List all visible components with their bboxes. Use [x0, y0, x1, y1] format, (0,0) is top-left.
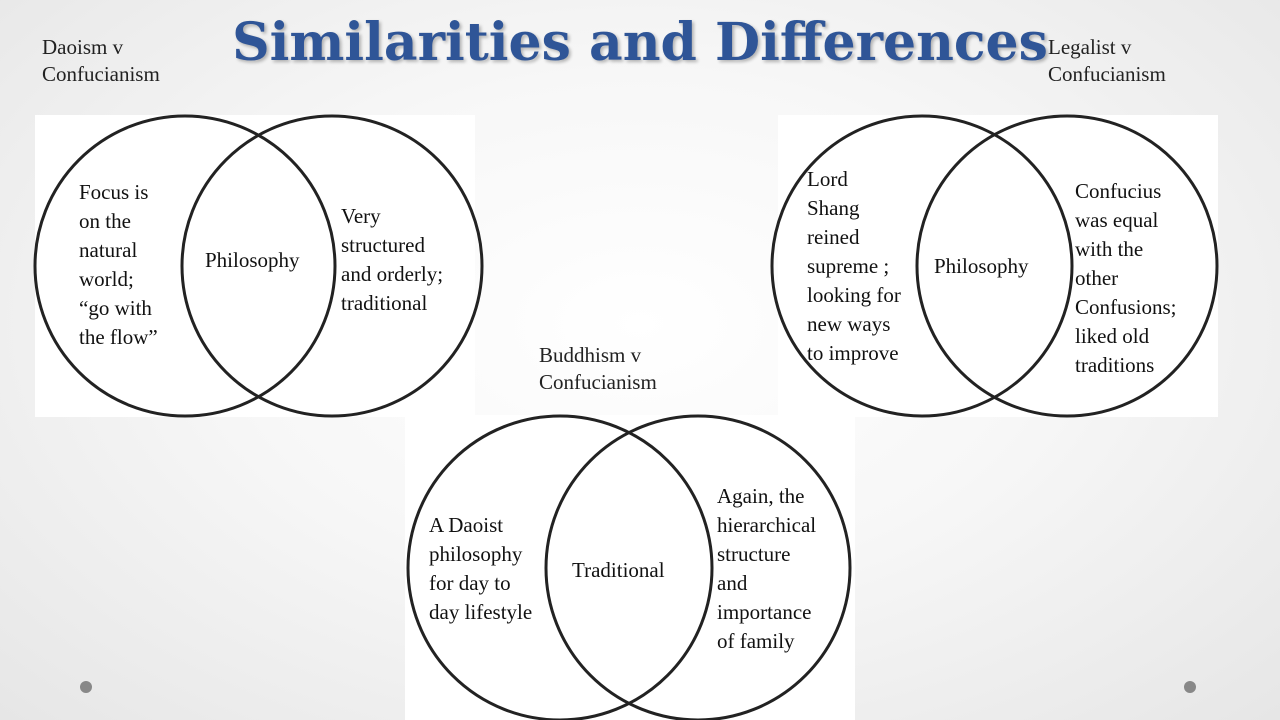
venn-overlap-text: Philosophy	[205, 248, 300, 272]
venn-panel-legalist	[778, 115, 1218, 417]
venn-right-text: Very structured and orderly; traditional	[341, 204, 444, 315]
venn-right-text: Confucius was equal with the other Confu…	[1075, 179, 1177, 377]
venn-left-text: A Daoist philosophy for day to day lifes…	[429, 513, 533, 624]
venn-caption-daoism: Daoism v Confucianism	[42, 35, 160, 86]
venn-left-text: Focus is on the natural world; “go with …	[79, 180, 158, 349]
venn-circle-confucianism	[180, 114, 484, 418]
venn-left-text: Lord Shang reined supreme ; looking for …	[807, 167, 901, 365]
venn-circle-legalist	[770, 114, 1074, 418]
venn-caption-legalist: Legalist v Confucianism	[1048, 35, 1166, 86]
venn-panel-buddhism	[405, 415, 855, 720]
venn-overlap-text: Philosophy	[934, 254, 1029, 278]
venn-circle-buddhism	[406, 414, 714, 720]
venn-panel-daoism	[35, 115, 475, 417]
venn-right-text: Again, the hierarchical structure and im…	[717, 484, 817, 653]
venn-circle-daoism	[33, 114, 337, 418]
slide-dot-left	[80, 681, 92, 693]
venn-circle-confucianism-3	[544, 414, 852, 720]
slide-title: Similarities and Differences	[232, 12, 1048, 73]
venn-overlap-text: Traditional	[572, 558, 665, 582]
venn-circle-confucianism-2	[915, 114, 1219, 418]
venn-caption-buddhism: Buddhism v Confucianism	[539, 343, 657, 394]
slide-dot-right	[1184, 681, 1196, 693]
